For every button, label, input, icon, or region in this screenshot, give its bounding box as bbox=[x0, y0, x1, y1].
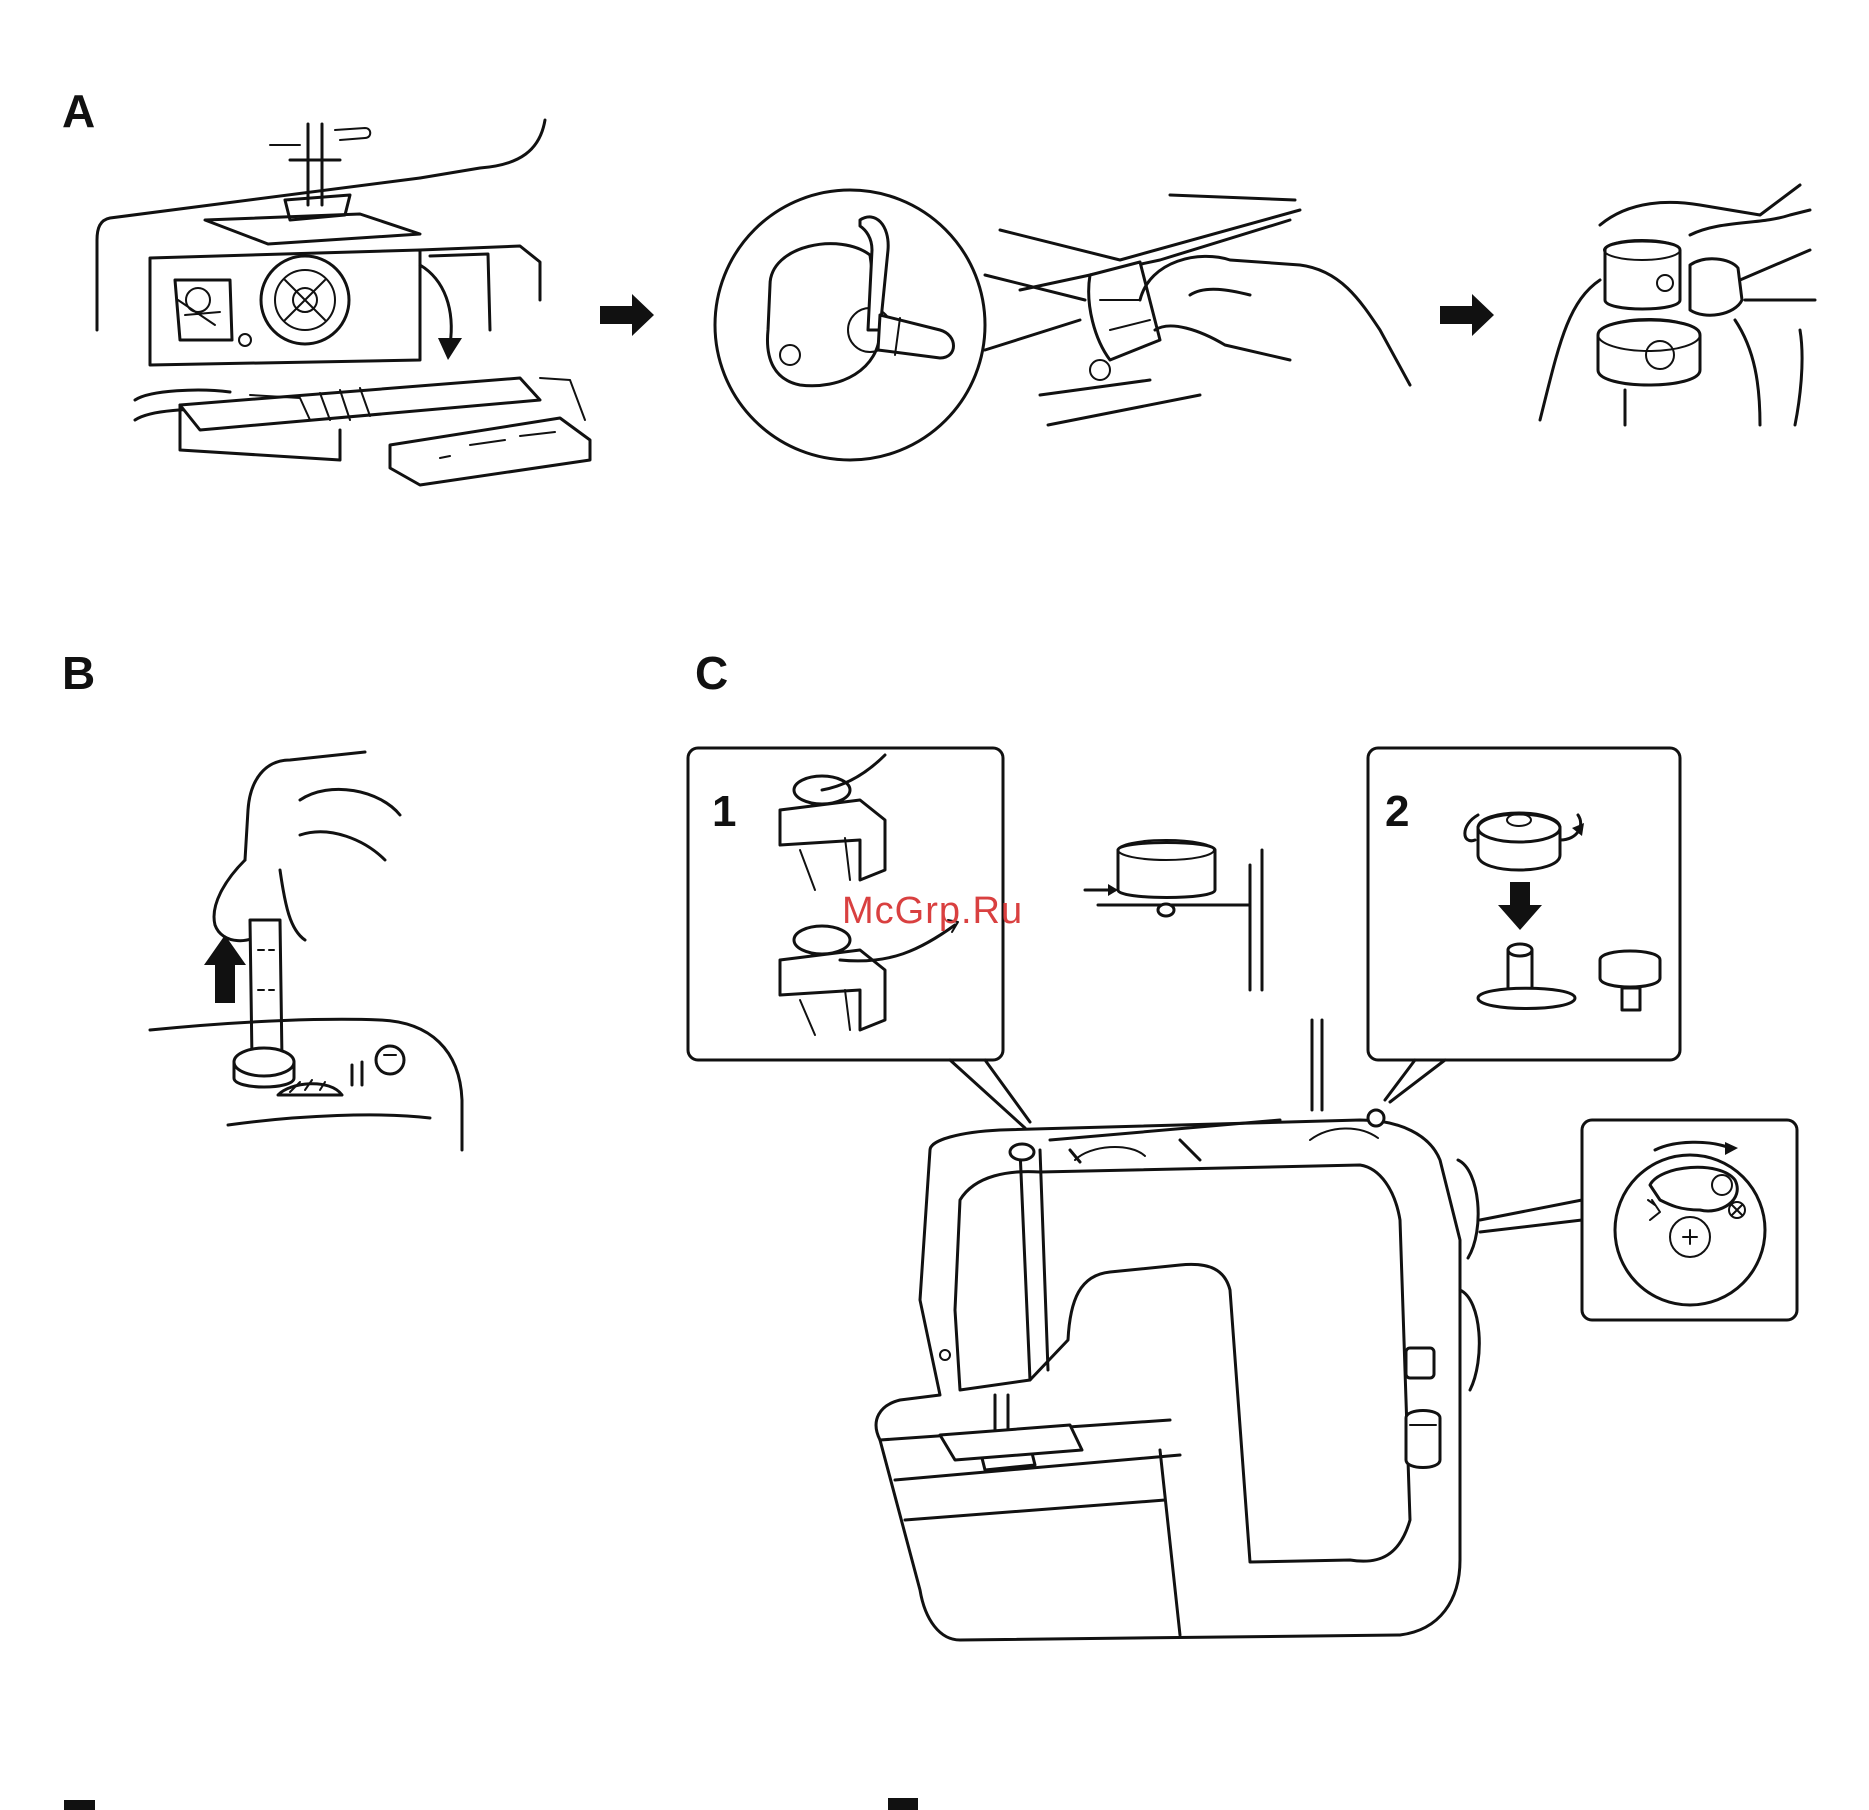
a-step-arrow-2 bbox=[1440, 294, 1494, 336]
a-step-arrow-1 bbox=[600, 294, 654, 336]
c-sewing-machine bbox=[876, 1020, 1479, 1640]
c-spool-on-pin bbox=[1085, 840, 1262, 990]
c-callout-1-pointer bbox=[950, 1060, 1030, 1128]
page-edge-mark-left bbox=[64, 1800, 95, 1810]
section-label-b: B bbox=[62, 650, 95, 696]
a-machine-bed-open-cover bbox=[97, 120, 590, 485]
a-bobbin-case-removal bbox=[715, 190, 1410, 460]
b-spindle-pull-up bbox=[150, 752, 462, 1150]
section-label-a: A bbox=[62, 88, 95, 134]
b-up-arrow-icon bbox=[204, 935, 246, 1003]
inset-number-1: 1 bbox=[712, 790, 736, 834]
inset-number-2: 2 bbox=[1385, 790, 1409, 834]
page-edge-mark-right bbox=[888, 1798, 918, 1810]
watermark-text: McGrp.Ru bbox=[842, 892, 1023, 930]
c-inset-handwheel-detail bbox=[1480, 1120, 1797, 1320]
a-bobbin-removal-hand bbox=[1540, 185, 1815, 425]
section-label-c: C bbox=[695, 650, 728, 696]
c-callout-2-pointer bbox=[1385, 1060, 1445, 1102]
c-inset-2-bobbin-placement bbox=[1368, 748, 1680, 1060]
